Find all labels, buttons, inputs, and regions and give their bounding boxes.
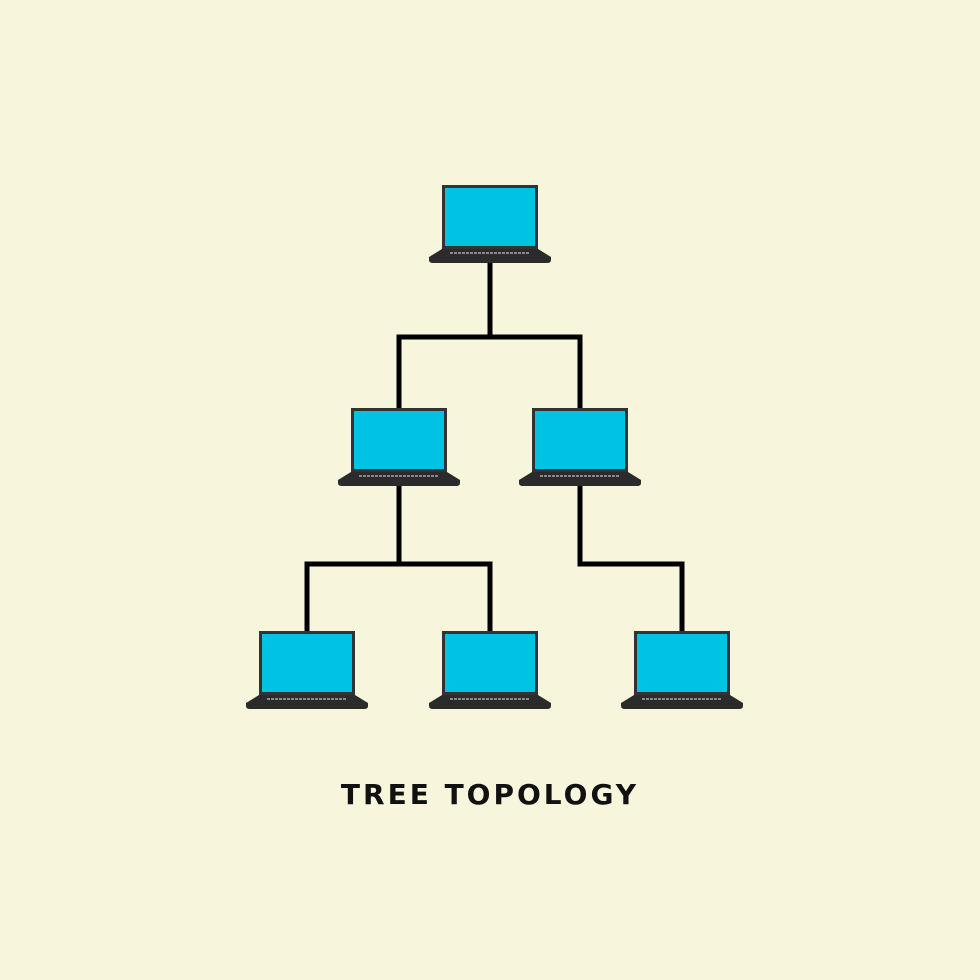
left-left-leaf-laptop-icon: [246, 631, 368, 709]
right-child-laptop-icon: [519, 408, 641, 486]
laptop-screen: [354, 411, 444, 469]
left-right-leaf-laptop-icon: [429, 631, 551, 709]
laptop-screen: [535, 411, 625, 469]
laptop-base: [429, 249, 551, 263]
connections: [304, 261, 685, 631]
right-leaf-laptop-icon: [621, 631, 743, 709]
laptop-screen: [637, 634, 727, 692]
root-laptop-icon: [429, 185, 551, 263]
laptop-screen: [445, 634, 535, 692]
diagram-title: TREE TOPOLOGY: [340, 778, 640, 811]
laptop-screen: [262, 634, 352, 692]
laptop-base: [519, 472, 641, 486]
laptop-base: [246, 695, 368, 709]
laptop-screen: [445, 188, 535, 246]
laptop-base: [338, 472, 460, 486]
connector-root-to-right-child: [487, 261, 583, 408]
laptop-base: [429, 695, 551, 709]
left-child-laptop-icon: [338, 408, 460, 486]
connector-right-child-to-right-leaf: [577, 484, 685, 631]
laptop-nodes: [246, 185, 743, 709]
laptop-base: [621, 695, 743, 709]
connector-left-child-to-left-right-leaf: [396, 484, 493, 631]
